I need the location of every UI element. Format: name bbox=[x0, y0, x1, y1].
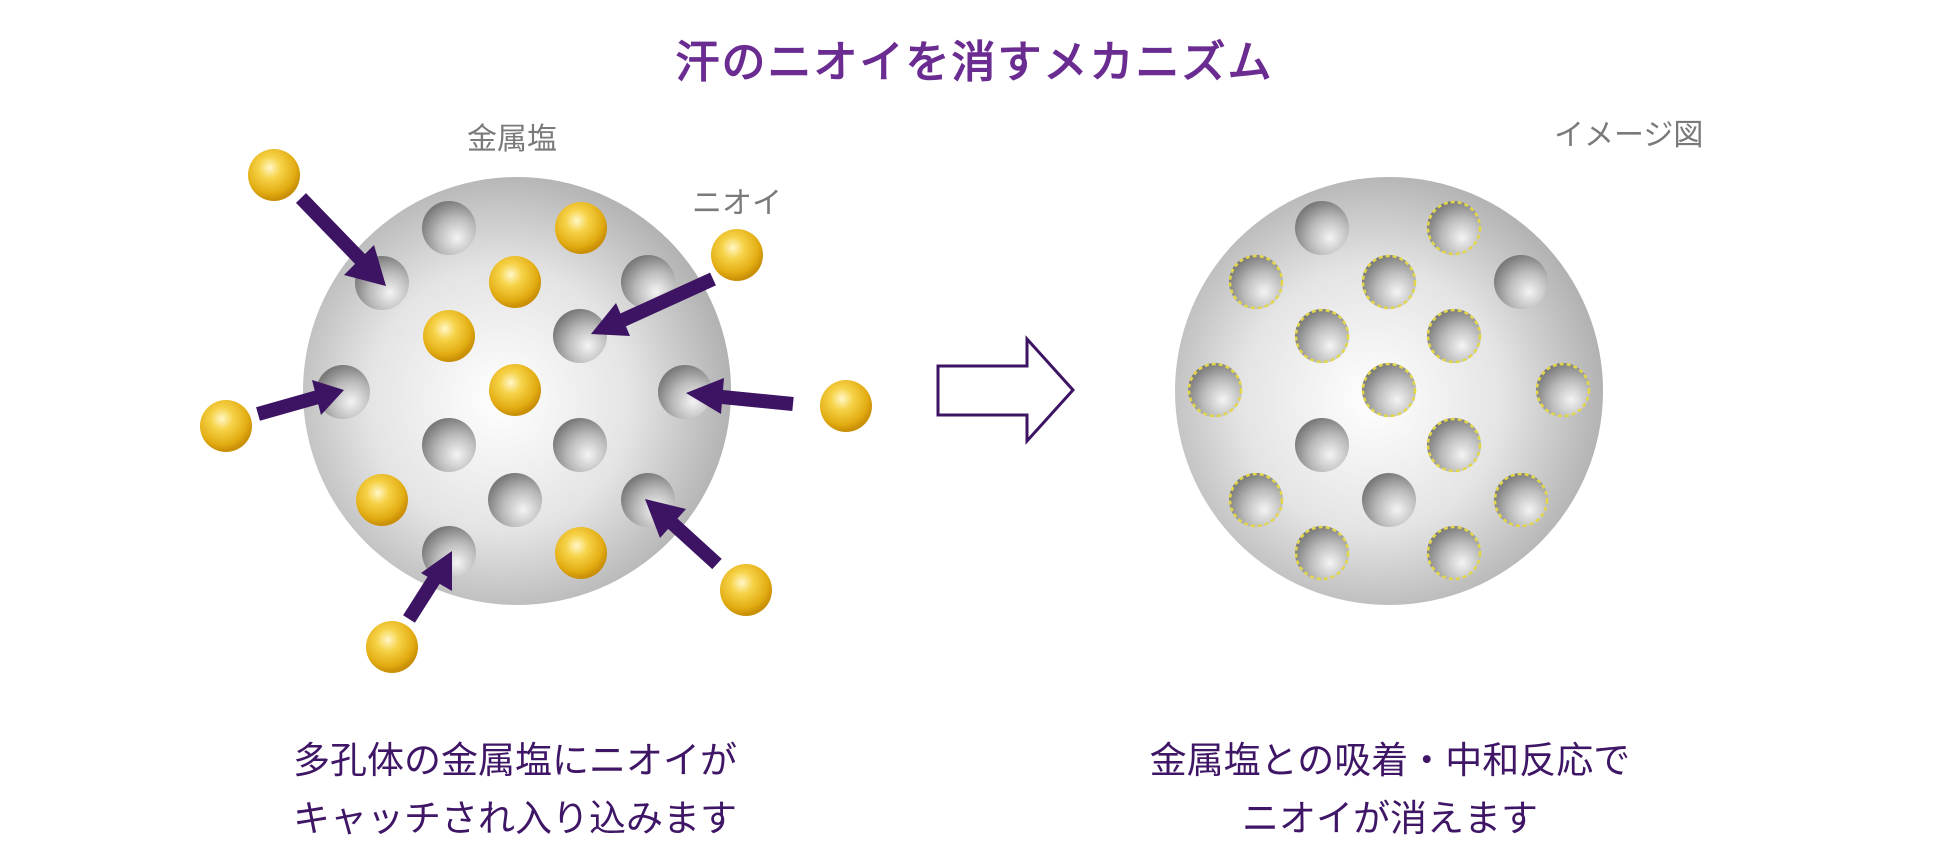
odor-molecule bbox=[711, 229, 763, 281]
left-caption-line-1: 多孔体の金属塩にニオイが bbox=[210, 732, 820, 790]
right-porous-sphere bbox=[1175, 177, 1603, 605]
left-porous-sphere bbox=[303, 177, 731, 605]
odor-molecule bbox=[820, 380, 872, 432]
odor-molecule bbox=[356, 474, 408, 526]
pore bbox=[1494, 255, 1548, 309]
pore bbox=[553, 418, 607, 472]
pore bbox=[1362, 473, 1416, 527]
odor-label: ニオイ bbox=[692, 178, 782, 222]
odor-molecule bbox=[423, 310, 475, 362]
pore bbox=[553, 309, 607, 363]
pore bbox=[1295, 201, 1349, 255]
odor-molecule bbox=[366, 621, 418, 673]
pore bbox=[488, 473, 542, 527]
right-arrow-icon bbox=[938, 339, 1073, 441]
odor-molecule bbox=[555, 202, 607, 254]
image-label: イメージ図 bbox=[1554, 110, 1703, 154]
odor-molecule bbox=[489, 364, 541, 416]
metal-salt-label: 金属塩 bbox=[467, 114, 557, 158]
odor-molecule bbox=[720, 564, 772, 616]
pore bbox=[422, 418, 476, 472]
pore bbox=[1295, 418, 1349, 472]
odor-molecule bbox=[248, 149, 300, 201]
right-caption: 金属塩との吸着・中和反応で ニオイが消えます bbox=[1060, 732, 1720, 848]
odor-molecule bbox=[489, 256, 541, 308]
right-caption-line-1: 金属塩との吸着・中和反応で bbox=[1060, 732, 1720, 790]
odor-molecule bbox=[200, 400, 252, 452]
pore bbox=[422, 201, 476, 255]
odor-molecule bbox=[555, 527, 607, 579]
left-caption: 多孔体の金属塩にニオイが キャッチされ入り込みます bbox=[210, 732, 820, 848]
left-caption-line-2: キャッチされ入り込みます bbox=[210, 790, 820, 848]
right-caption-line-2: ニオイが消えます bbox=[1060, 790, 1720, 848]
